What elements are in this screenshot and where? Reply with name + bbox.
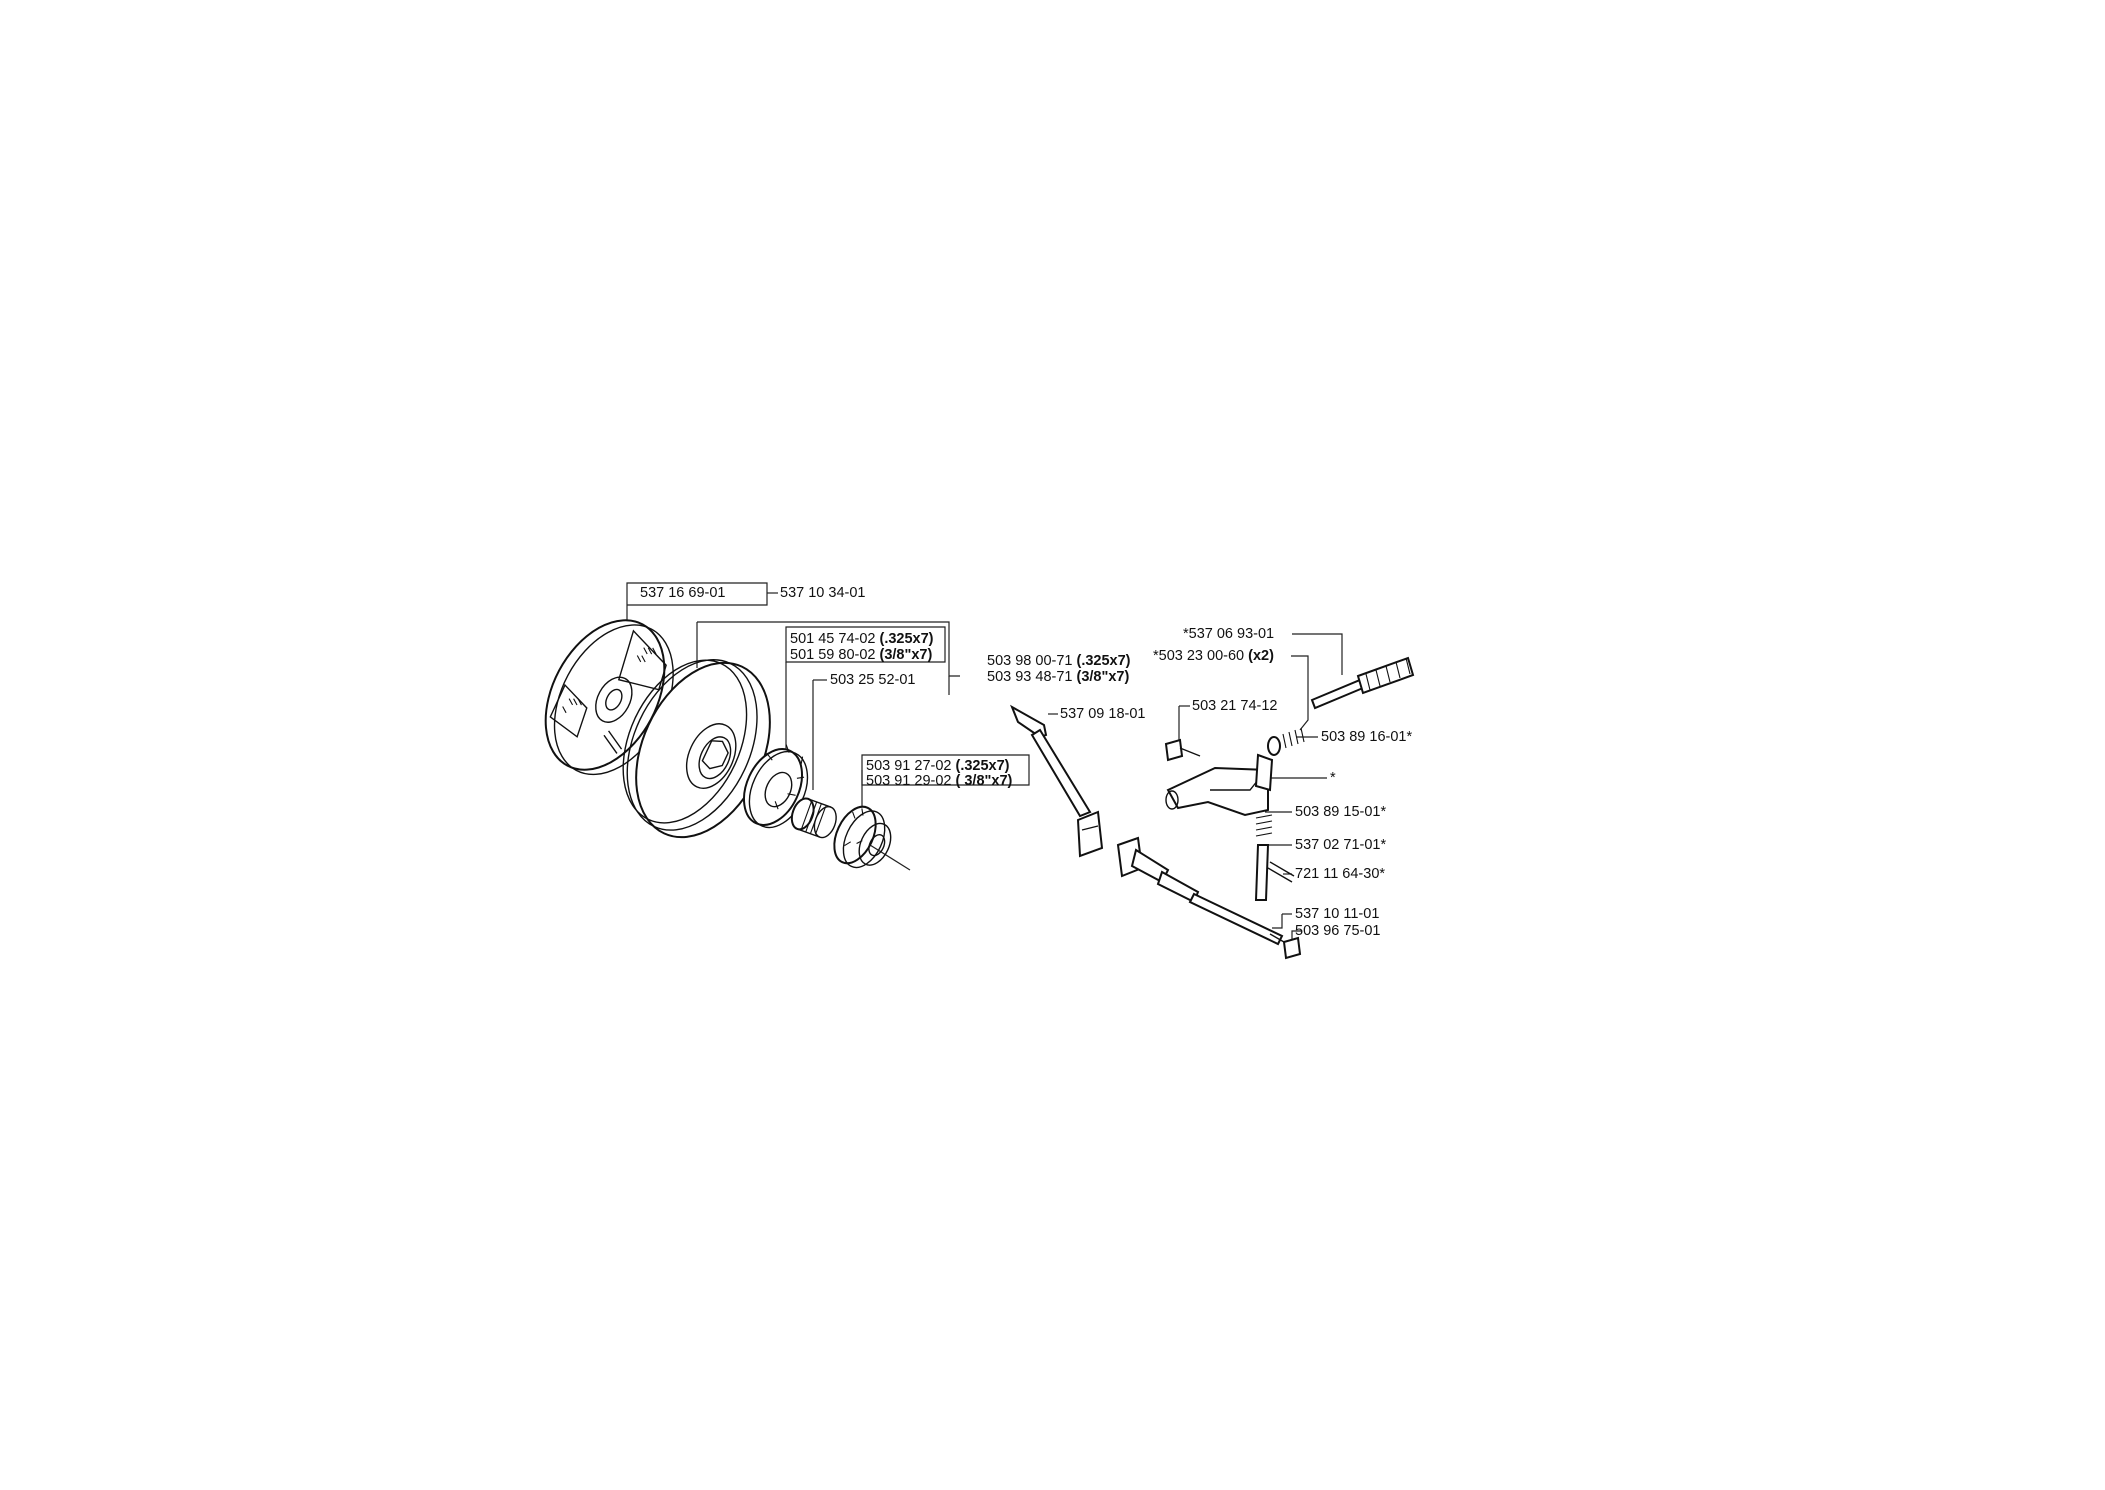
- part-labels: 537 16 69-01 537 10 34-01 501 45 74-02 (…: [640, 585, 1412, 939]
- spur-sprocket-drawing: [833, 805, 892, 869]
- label-drum-38: 501 59 80-02 (3/8"x7): [790, 647, 932, 663]
- brake-shaft-drawing: [1116, 836, 1284, 946]
- knurled-shaft-drawing: [1310, 656, 1415, 710]
- label-spring2-star: 503 89 15-01*: [1295, 804, 1386, 820]
- label-drum-kit-38: 503 93 48-71 (3/8"x7): [987, 669, 1129, 685]
- label-washer-x2: *503 23 00-60 (x2): [1153, 648, 1274, 664]
- label-brake-shaft: 537 10 11-01: [1295, 906, 1379, 922]
- label-screw-top: 503 21 74-12: [1192, 698, 1277, 714]
- label-clutch-assembly: 537 16 69-01: [640, 585, 725, 601]
- rim-sprocket-drawing: [742, 744, 809, 829]
- label-shaft-star: *537 06 93-01: [1183, 626, 1274, 642]
- pin-drawing: [1254, 844, 1295, 901]
- label-rim-325: 503 91 27-02 (.325x7): [866, 758, 1010, 774]
- label-pin-star: 537 02 71-01*: [1295, 837, 1386, 853]
- label-needle-bearing: 503 25 52-01: [830, 672, 915, 688]
- label-lever: 537 09 18-01: [1060, 706, 1145, 722]
- label-rim-38: 503 91 29-02 ( 3/8"x7): [866, 773, 1013, 789]
- label-bracket-star: *: [1330, 770, 1336, 786]
- lever-drawing: [1010, 704, 1104, 858]
- label-nut: 503 96 75-01: [1295, 923, 1380, 939]
- nut-drawing: [1269, 933, 1302, 960]
- label-drum-kit-325: 503 98 00-71 (.325x7): [987, 653, 1131, 669]
- label-clutch-complete: 537 10 34-01: [780, 585, 865, 601]
- label-spring-star: 503 89 16-01*: [1321, 729, 1412, 745]
- screw-drawing: [1164, 738, 1201, 762]
- needle-bearing-drawing: [790, 797, 837, 839]
- label-roll-pin-star: 721 11 64-30*: [1295, 866, 1385, 882]
- springs-drawing: [1255, 727, 1305, 837]
- label-drum-325: 501 45 74-02 (.325x7): [790, 631, 934, 647]
- bracket-drawing: [1165, 753, 1274, 817]
